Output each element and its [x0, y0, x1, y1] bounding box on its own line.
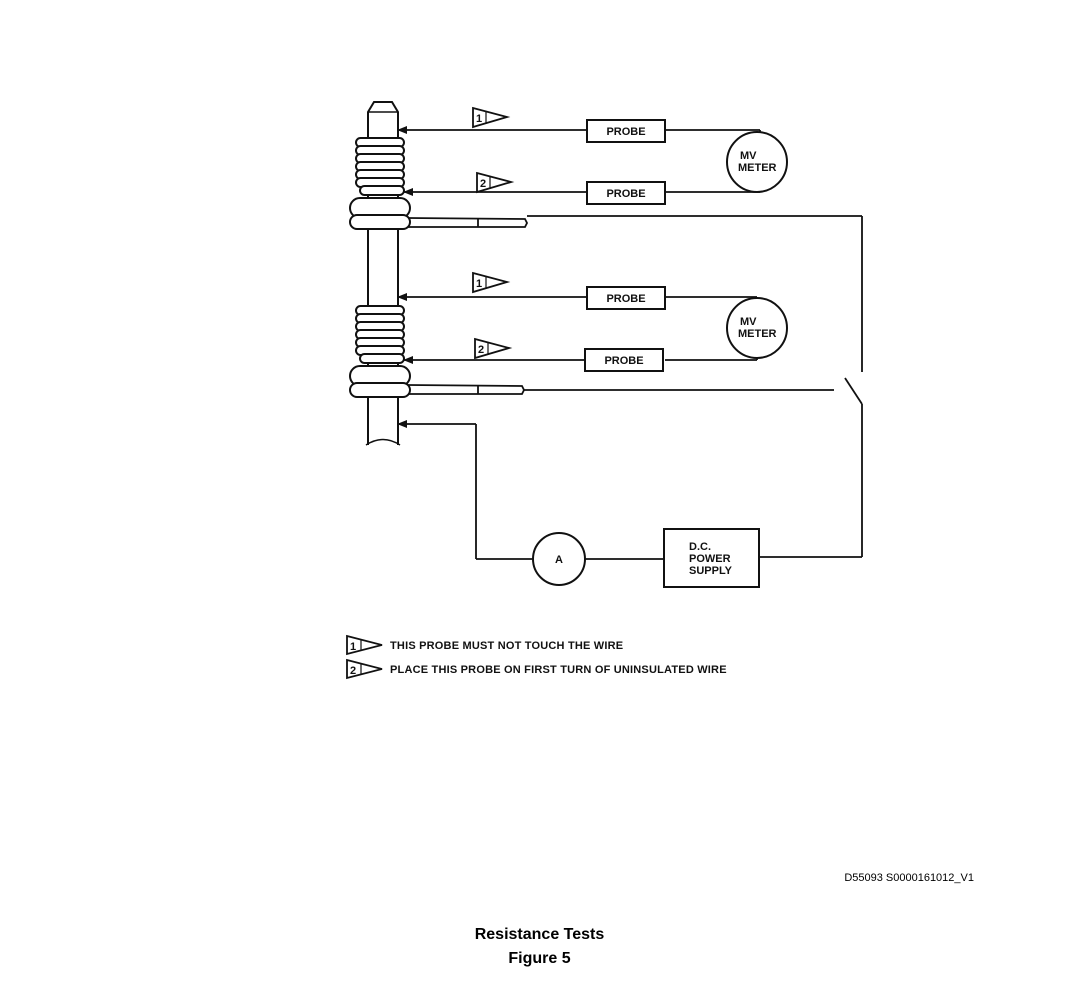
power-supply-line-1: D.C. [689, 541, 711, 553]
note-marker: 1 [476, 278, 482, 290]
legend-item-2: 2 PLACE THIS PROBE ON FIRST TURN OF UNIN… [346, 658, 727, 680]
legend-marker: 2 [350, 665, 356, 677]
power-circuit-wires [397, 215, 863, 560]
upper-coil [349, 137, 411, 230]
mv-meter-upper: MV METER [726, 131, 788, 193]
lower-wire-lead [407, 384, 526, 395]
figure-number: Figure 5 [508, 950, 571, 967]
figure-title: Resistance Tests [474, 926, 605, 943]
power-supply-line-2: POWER [689, 553, 731, 565]
probe-label: PROBE [604, 355, 643, 367]
note-flag-2-lower: 2 [474, 337, 513, 360]
upper-wire-lead [407, 217, 529, 228]
mv-meter-line-1: MV [740, 150, 757, 162]
probe-label: PROBE [606, 126, 645, 138]
note-marker: 2 [478, 344, 484, 356]
upper-probe-lines [397, 126, 761, 196]
lower-probe-lines [397, 293, 758, 364]
probe-box-4: PROBE [584, 348, 664, 372]
ammeter: A [532, 532, 586, 586]
probe-box-3: PROBE [586, 286, 666, 310]
probe-box-2: PROBE [586, 181, 666, 205]
note-flag-1-upper: 1 [472, 106, 511, 129]
legend-marker: 1 [350, 641, 356, 653]
note-marker: 1 [476, 113, 482, 125]
note-marker: 2 [480, 178, 486, 190]
probe-box-1: PROBE [586, 119, 666, 143]
mv-meter-lower: MV METER [726, 297, 788, 359]
legend-text: PLACE THIS PROBE ON FIRST TURN OF UNINSU… [390, 664, 727, 676]
probe-label: PROBE [606, 188, 645, 200]
note-flag-1-lower: 1 [472, 271, 511, 294]
mv-meter-line-2: METER [738, 162, 777, 174]
reference-code: D55093 S0000161012_V1 [844, 872, 974, 884]
power-supply-line-3: SUPPLY [689, 565, 733, 577]
mv-meter-line-2: METER [738, 328, 777, 340]
ammeter-label: A [555, 554, 563, 566]
probe-label: PROBE [606, 293, 645, 305]
legend-text: THIS PROBE MUST NOT TOUCH THE WIRE [390, 640, 623, 652]
note-flag-2-upper: 2 [476, 171, 515, 194]
dc-power-supply: D.C. POWER SUPPLY [663, 528, 760, 588]
lower-coil [349, 305, 411, 398]
mv-meter-line-1: MV [740, 316, 757, 328]
legend-item-1: 1 THIS PROBE MUST NOT TOUCH THE WIRE [346, 634, 623, 656]
